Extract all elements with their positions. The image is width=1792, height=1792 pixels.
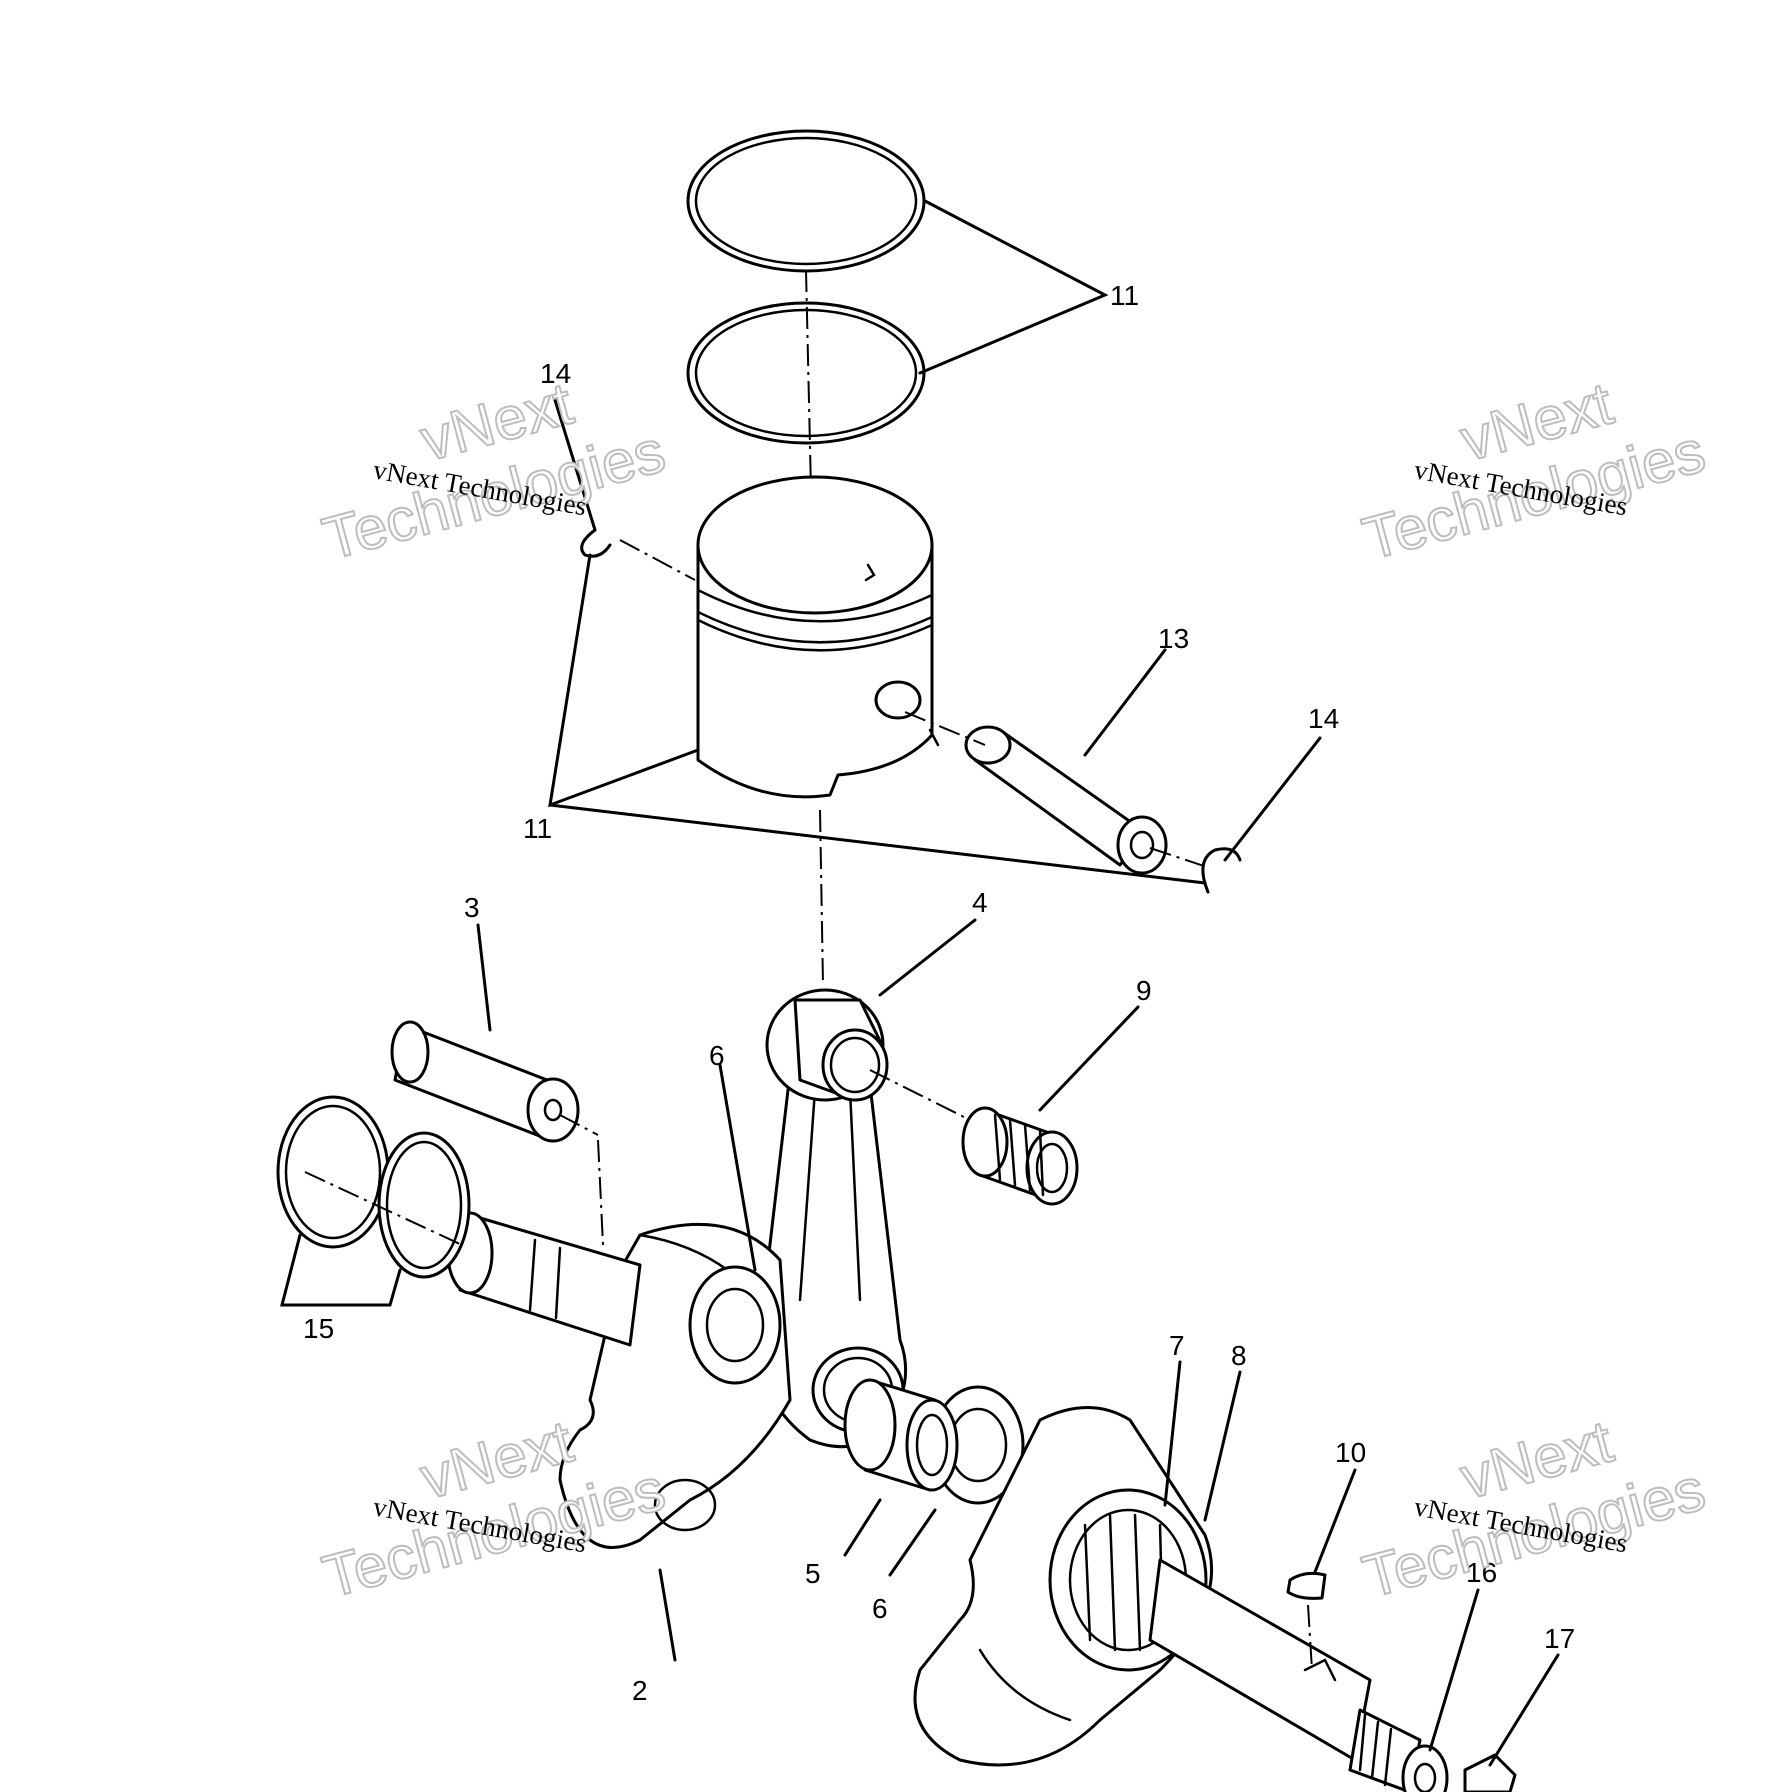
leader-lines xyxy=(280,199,1560,1767)
seal-outer-left xyxy=(276,1095,390,1249)
callout-12: 11 xyxy=(1110,280,1139,311)
callout-14-left: 14 xyxy=(540,358,571,389)
callout-15: 15 xyxy=(303,1313,334,1344)
callout-3: 3 xyxy=(464,892,480,923)
callout-7: 7 xyxy=(1169,1330,1185,1361)
big-end-needle-bearing xyxy=(843,1378,959,1492)
callout-11: 11 xyxy=(523,813,552,844)
callout-8: 8 xyxy=(1231,1340,1247,1371)
crankshaft-nut xyxy=(1463,1753,1517,1792)
piston-pin xyxy=(964,725,1168,875)
watermark-bottom-right: vNext Technologies xyxy=(1355,1406,1713,1611)
callout-6-lower: 6 xyxy=(872,1593,888,1624)
thrust-washer-left xyxy=(688,1265,782,1385)
seal-inner-left xyxy=(377,1131,471,1279)
callout-5: 5 xyxy=(805,1558,821,1589)
ring-centerline xyxy=(805,269,813,536)
callout-4: 4 xyxy=(972,887,988,918)
callout-13: 13 xyxy=(1158,623,1189,654)
pin-centerline xyxy=(904,711,986,746)
watermark-top-left: vNext Technologies xyxy=(315,368,673,573)
crank-pin-drop-centerline xyxy=(597,1139,604,1246)
lock-washer xyxy=(1401,1744,1449,1792)
circlip-right xyxy=(1201,847,1242,894)
pin-clip-right-centerline xyxy=(1149,847,1211,869)
callout-9: 9 xyxy=(1136,975,1152,1006)
callout-2: 2 xyxy=(632,1675,648,1706)
callout-14-right: 14 xyxy=(1308,703,1339,734)
crank-pin-centerline xyxy=(559,1114,599,1136)
callout-17: 17 xyxy=(1544,1623,1575,1654)
woodruff-key xyxy=(1286,1571,1327,1600)
piston-ring-top xyxy=(686,129,926,273)
crankshaft-right-half xyxy=(913,1406,1422,1792)
key-centerline xyxy=(1307,1604,1313,1671)
callout-10: 10 xyxy=(1335,1437,1366,1468)
piston-centerline xyxy=(819,809,824,986)
piston xyxy=(696,475,940,799)
circlip-left xyxy=(580,528,612,558)
needle-bearing-small-end xyxy=(961,1106,1079,1206)
callout-6-upper: 6 xyxy=(709,1040,725,1071)
callout-16: 16 xyxy=(1466,1557,1497,1588)
piston-ring-second xyxy=(686,301,926,445)
pin-clip-centerline xyxy=(619,539,696,581)
crank-pin xyxy=(390,1020,580,1143)
callout-labels: 11 14 11 13 14 3 4 9 6 15 2 5 6 7 8 10 1… xyxy=(303,280,1575,1706)
seal-centerline xyxy=(304,1171,463,1246)
watermark-top-right: vNext Technologies xyxy=(1355,368,1713,573)
